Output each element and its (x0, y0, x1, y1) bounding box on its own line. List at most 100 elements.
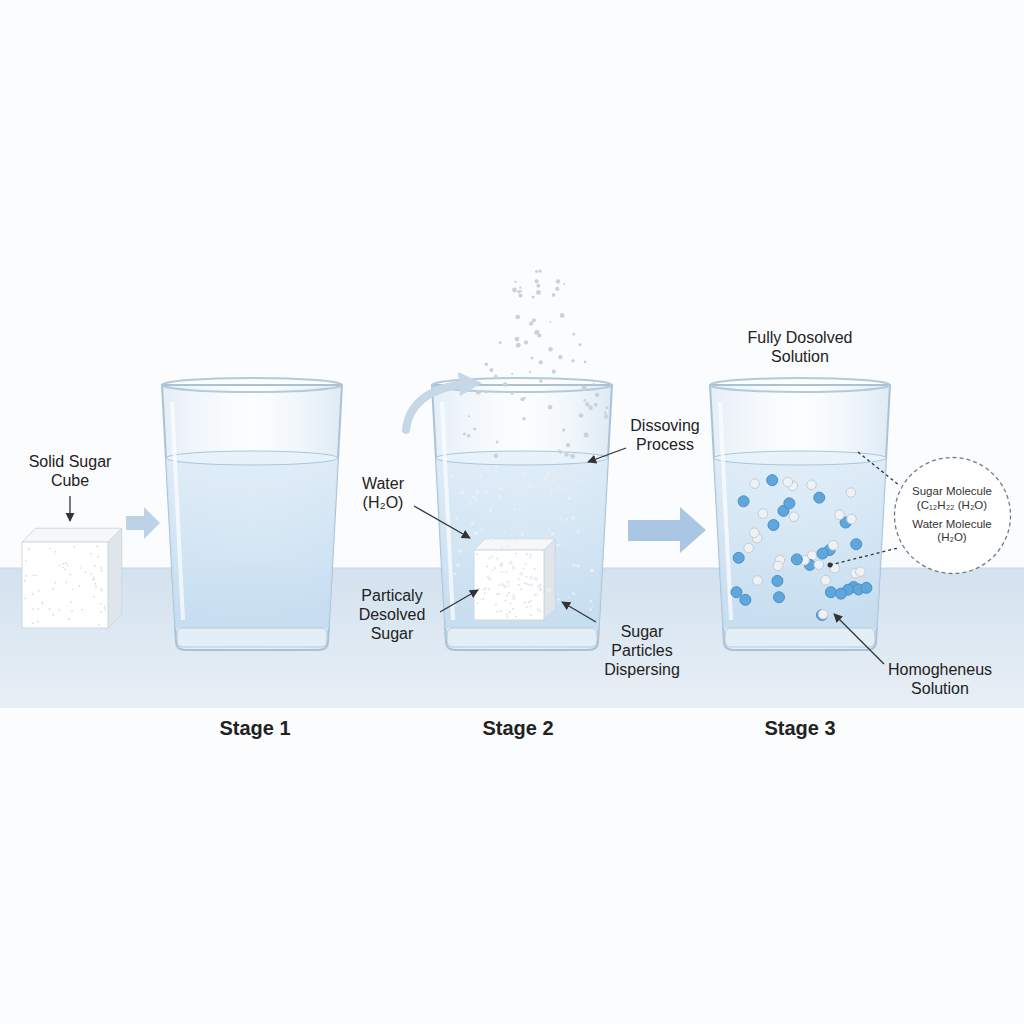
curved-arrow-head (458, 372, 482, 396)
cube-side (108, 528, 122, 628)
sugar-particle (513, 508, 516, 511)
sugar-particle (589, 600, 591, 602)
sugar-grain (93, 577, 95, 579)
part-label: Particaly Desolved Sugar (347, 586, 437, 644)
sugar-grain (25, 575, 27, 577)
sugar-grain (35, 575, 37, 577)
sugar-grain (100, 603, 102, 605)
sugar-grain (32, 608, 34, 610)
cube-top (474, 539, 555, 550)
process-label: Dissoving Process (615, 416, 715, 454)
sugar-particle (565, 518, 568, 521)
zoom-text: Sugar Molecule (C₁₂H₂₂ (H₂O) Water Molecu… (908, 485, 996, 545)
sugar-particle (558, 450, 562, 454)
sugar-grain (93, 596, 95, 598)
sugar-particle (512, 566, 515, 569)
sugar-grain (71, 588, 73, 590)
sugar-particle (507, 545, 510, 548)
sugar-particle (536, 284, 540, 288)
sugar-particle (539, 379, 543, 383)
sugar-grain (476, 553, 478, 555)
sugar-grain (510, 603, 512, 605)
sugar-particle (536, 290, 541, 295)
glass-body (710, 385, 890, 650)
sugar-grain (498, 593, 500, 595)
molecule-label: Sugar Molecule (C₁₂H₂₂ (H₂O) (908, 485, 996, 513)
stage-label: Stage 1 (195, 716, 315, 740)
sugar-particle (538, 587, 542, 591)
water (436, 458, 608, 628)
sugar-particle (524, 340, 528, 344)
sugar-grain (101, 570, 103, 572)
molecule (773, 592, 784, 603)
sugar-particle (558, 355, 562, 359)
sugar-particle (570, 454, 575, 459)
sugar-particle (480, 599, 482, 601)
sugar-grain (485, 588, 487, 590)
sugar-particle (479, 474, 482, 477)
sugar-grain (496, 593, 498, 595)
part-label: Sugar Particles Dispersing (597, 622, 687, 680)
sugar-grain (90, 573, 92, 575)
particles (450, 270, 872, 621)
sugar-particle (550, 492, 552, 494)
zoom-line (858, 452, 900, 486)
sugar-grain (523, 568, 525, 570)
glass-highlight (442, 402, 453, 620)
sugar-grain (500, 610, 502, 612)
sugar-particle (585, 402, 589, 406)
molecule (817, 548, 828, 559)
sugar-grain (504, 600, 506, 602)
sugar-grain (496, 558, 498, 560)
sugar-particle (474, 531, 478, 535)
sugar-particle (604, 414, 608, 418)
sugar-grain (498, 584, 500, 586)
sugar-particle (489, 368, 493, 372)
zoom-line (830, 548, 898, 565)
molecule (740, 594, 751, 605)
sugar-particle (552, 370, 556, 374)
sugar-grain (494, 567, 496, 569)
sugar-grain (62, 563, 64, 565)
part-label: Homogheneus Solution (880, 660, 1000, 698)
sugar-particle (562, 428, 565, 431)
sugar-particle (568, 497, 571, 500)
sugar-grain (25, 560, 27, 562)
sugar-grain (28, 548, 30, 550)
sugar-particle (460, 491, 464, 495)
sugar-grain (530, 615, 532, 617)
sugar-particle (541, 494, 543, 496)
sugar-grain (62, 567, 64, 569)
sugar-particle (558, 525, 560, 527)
sugar-particle (500, 546, 503, 549)
sugar-particle (589, 608, 591, 610)
sugar-particle (557, 598, 560, 601)
sugar-grain (94, 583, 96, 585)
sugar-grain (52, 588, 54, 590)
sugar-grain (489, 557, 491, 559)
molecule (828, 540, 838, 550)
sugar-particle (531, 487, 533, 489)
sugar-grain (486, 566, 488, 568)
molecule-label: Water Molecule (H₂O) (908, 518, 996, 546)
sugar-particle (579, 413, 584, 418)
sugar-grain (24, 597, 26, 599)
molecule (816, 609, 827, 620)
sugar-grain (79, 567, 81, 569)
sugar-particle (582, 386, 587, 391)
sugar-particle (503, 531, 505, 533)
water (166, 458, 338, 628)
sugar-particle (559, 543, 561, 545)
sugar-grain (65, 562, 67, 564)
sugar-grain (524, 602, 526, 604)
stage-heading: Fully Dosolved Solution (730, 328, 870, 366)
sugar-particle (578, 343, 581, 346)
sugar-grain (101, 590, 103, 592)
part-label: Water (H₂O) (351, 474, 415, 512)
sugar-grain (90, 553, 92, 555)
sugar-grain (526, 583, 528, 585)
sugar-grain (49, 548, 51, 550)
sugar-grain (534, 568, 536, 570)
glass-base (725, 628, 875, 647)
sugar-grain (505, 571, 507, 573)
